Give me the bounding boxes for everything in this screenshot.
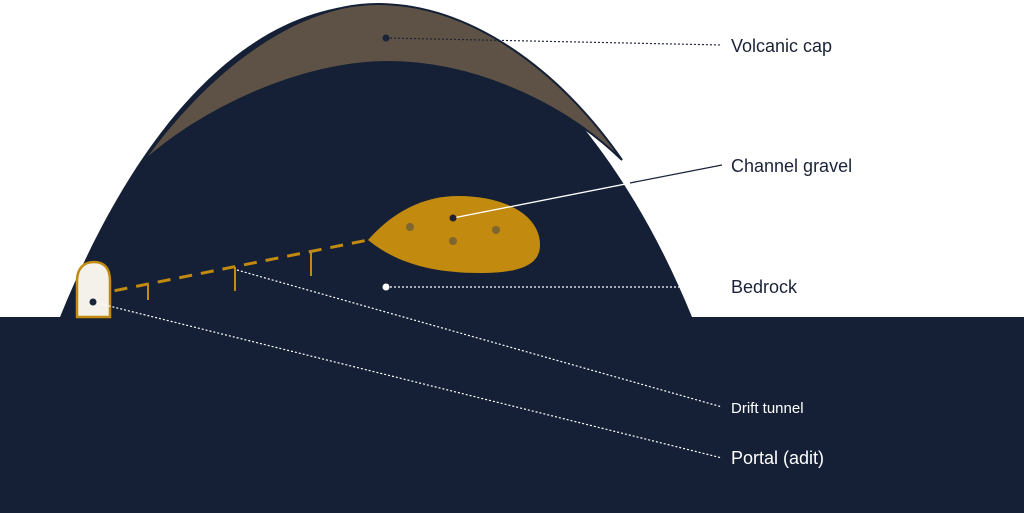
anchor-dot-portal <box>89 298 97 306</box>
volcanic-cap-layer <box>141 2 623 164</box>
label-volcanic-cap: Volcanic cap <box>731 36 832 56</box>
gravel-pebble <box>492 226 500 234</box>
label-drift-tunnel: Drift tunnel <box>731 400 804 417</box>
label-portal: Portal (adit) <box>731 448 824 468</box>
gravel-pebble <box>406 223 414 231</box>
leader-line-volcanic-cap <box>385 37 723 46</box>
gravel-pebble <box>449 237 457 245</box>
drift-tunnel-line <box>92 238 369 297</box>
anchor-dot-bedrock <box>382 283 390 291</box>
channel-gravel-deposit <box>368 196 540 273</box>
anchor-dot-channel-gravel <box>449 214 457 222</box>
portal-adit-entrance <box>75 260 112 319</box>
label-channel-gravel: Channel gravel <box>731 156 852 176</box>
anchor-dot-volcanic-cap <box>382 34 390 42</box>
leader-line-channel-gravel-outside <box>629 164 723 184</box>
label-bedrock: Bedrock <box>731 277 798 297</box>
leader-line-portal <box>92 301 723 459</box>
